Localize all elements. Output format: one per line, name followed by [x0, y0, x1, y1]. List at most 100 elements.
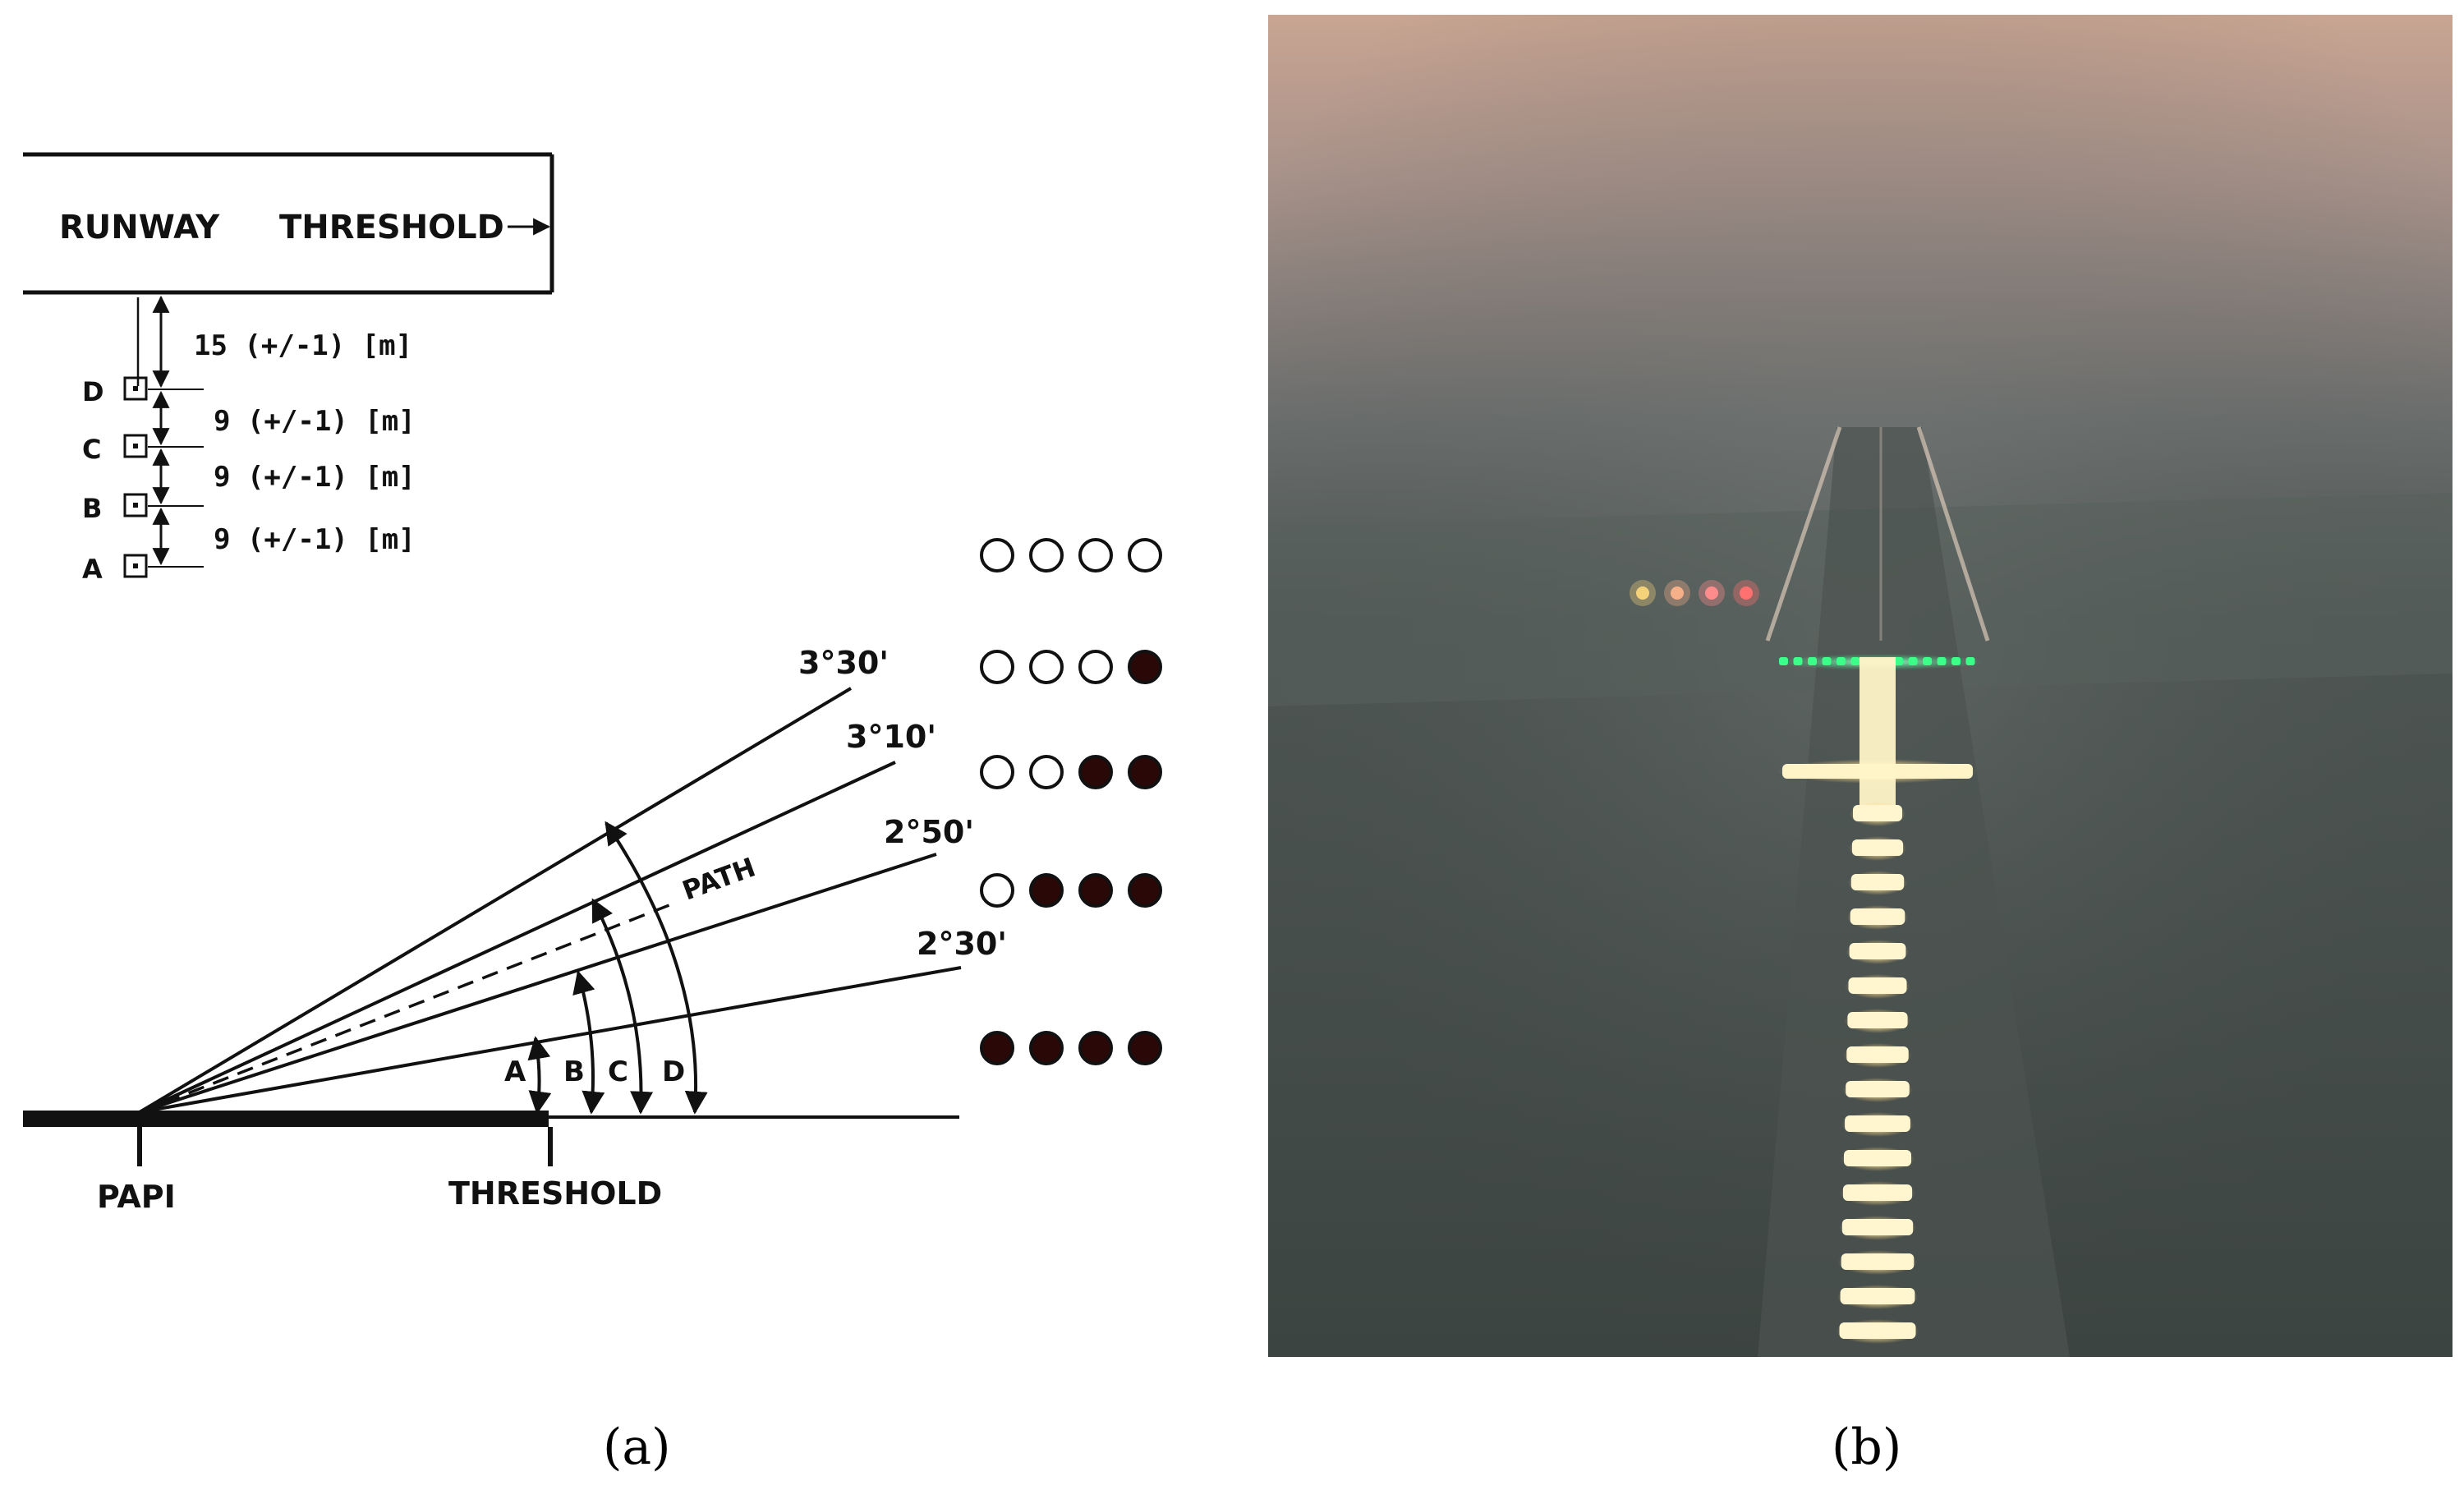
- approach-light-bar-2: [1851, 839, 1904, 856]
- papi-label: PAPI: [97, 1179, 176, 1215]
- panel-a: RUNWAY THRESHOLD 15 (+/-1) [m] 9 (+/-1) …: [23, 152, 1162, 1476]
- indication-light-r3-c1: [980, 755, 1014, 789]
- angle-line-330: [138, 687, 853, 1114]
- indication-light-r2-c2: [1029, 650, 1064, 684]
- indication-light-r2-c1: [980, 650, 1014, 684]
- glide-slope-diagram: PAPI THRESHOLD 3°30' 3°10' 2°50' 2°30' P…: [23, 645, 1007, 1215]
- angle-label-330: 3°30': [798, 645, 889, 681]
- papi-units: D C B A: [82, 376, 148, 585]
- photo-papi-lights: [1630, 580, 1759, 606]
- angle-label-250: 2°50': [884, 814, 974, 850]
- unit-d-label: D: [82, 376, 104, 407]
- approach-light-bar-12: [1842, 1184, 1913, 1201]
- unit-d-dot: [133, 386, 138, 391]
- arc-label-a: A: [504, 1055, 526, 1088]
- unit-a-label: A: [82, 554, 103, 585]
- arc-a: [527, 1036, 552, 1115]
- indication-light-r3-c2: [1029, 755, 1064, 789]
- photo-papi-light-3: [1705, 586, 1718, 600]
- indication-light-r2-c3: [1078, 650, 1113, 684]
- runway-label: RUNWAY: [59, 209, 220, 246]
- panel-b: (b): [1268, 15, 2453, 1476]
- approach-centerline-top: [1859, 657, 1896, 805]
- approach-light-bar-3: [1850, 874, 1905, 890]
- photo-papi-light-1: [1636, 586, 1649, 600]
- unit-c-dot: [133, 444, 138, 448]
- indication-light-r1-c3: [1078, 538, 1113, 573]
- spacing-9m-label-1: 9 (+/-1) [m]: [214, 405, 416, 438]
- indication-light-r3-c3: [1078, 755, 1113, 789]
- indication-light-r3-c4: [1128, 755, 1162, 789]
- spacing-dimensions: 15 (+/-1) [m] 9 (+/-1) [m] 9 (+/-1) [m] …: [136, 295, 416, 568]
- runway-ground-thick: [23, 1111, 549, 1127]
- approach-light-bar-8: [1846, 1046, 1909, 1063]
- approach-light-bar-1: [1853, 805, 1902, 821]
- green-light-row: [1779, 657, 1975, 665]
- angle-line-250: [139, 853, 937, 1114]
- green-light-12: [1937, 657, 1947, 665]
- indication-light-r5-c4: [1128, 1031, 1162, 1065]
- approach-light-bar-7: [1847, 1012, 1908, 1028]
- green-light-6: [1850, 657, 1860, 665]
- unit-b-icon: [123, 493, 148, 517]
- runway-edge-right: [1916, 426, 1990, 642]
- green-light-2: [1793, 657, 1803, 665]
- green-light-3: [1808, 657, 1817, 665]
- indication-light-r4-c2: [1029, 873, 1064, 908]
- green-light-9: [1894, 657, 1903, 665]
- unit-a-icon: [123, 554, 148, 578]
- approach-light-bar-13: [1841, 1219, 1914, 1235]
- indication-light-r4-c4: [1128, 873, 1162, 908]
- angle-line-310: [139, 761, 896, 1114]
- approach-light-bar-10: [1845, 1115, 1910, 1132]
- approach-light-bar-9: [1846, 1081, 1910, 1097]
- spacing-9m-label-2: 9 (+/-1) [m]: [214, 461, 416, 494]
- green-light-13: [1951, 657, 1961, 665]
- arc-b: [572, 970, 605, 1115]
- unit-b-label: B: [82, 493, 102, 524]
- caption-a: (a): [603, 1419, 671, 1476]
- approach-light-bar-14: [1841, 1253, 1915, 1270]
- green-light-14: [1965, 657, 1975, 665]
- unit-c-label: C: [82, 434, 101, 465]
- approach-light-bar-15: [1840, 1288, 1915, 1304]
- approach-light-bar-4: [1850, 908, 1905, 925]
- glide-path-line: [139, 902, 674, 1114]
- approach-light-bar-11: [1844, 1150, 1911, 1166]
- green-light-11: [1923, 657, 1932, 665]
- indication-light-r1-c4: [1128, 538, 1162, 573]
- path-label: PATH: [678, 852, 760, 907]
- runway-edge-left: [1765, 426, 1842, 642]
- unit-b-dot: [133, 503, 138, 508]
- green-light-5: [1837, 657, 1846, 665]
- runway-threshold-label: THRESHOLD: [279, 209, 504, 246]
- papi-indication-rows: [980, 538, 1162, 1065]
- photo-papi-light-2: [1671, 586, 1684, 600]
- unit-c-icon: [123, 434, 148, 458]
- indication-light-r1-c1: [980, 538, 1014, 573]
- approach-light-bar-16: [1839, 1322, 1916, 1339]
- approach-light-bar-5: [1849, 943, 1906, 959]
- angle-label-310: 3°10': [846, 719, 936, 755]
- arc-label-c: C: [608, 1055, 628, 1088]
- unit-d-icon: [123, 376, 148, 401]
- ground-threshold-label: THRESHOLD: [448, 1175, 662, 1212]
- indication-light-r2-c4: [1128, 650, 1162, 684]
- photo-papi-light-4: [1740, 586, 1753, 600]
- arc-label-d: D: [662, 1055, 685, 1088]
- indication-light-r4-c1: [980, 873, 1014, 908]
- approach-light-bars: [1836, 802, 1919, 1344]
- green-light-10: [1908, 657, 1918, 665]
- spacing-9m-label-3: 9 (+/-1) [m]: [214, 523, 416, 556]
- indication-light-r4-c3: [1078, 873, 1113, 908]
- arc-label-b: B: [563, 1055, 585, 1088]
- runway-box: RUNWAY THRESHOLD: [23, 152, 554, 295]
- caption-b: (b): [1832, 1419, 1901, 1476]
- indication-light-r1-c2: [1029, 538, 1064, 573]
- indication-light-r5-c2: [1029, 1031, 1064, 1065]
- arc-d: [605, 821, 708, 1115]
- unit-a-dot: [133, 563, 138, 568]
- angle-label-230: 2°30': [917, 926, 1007, 962]
